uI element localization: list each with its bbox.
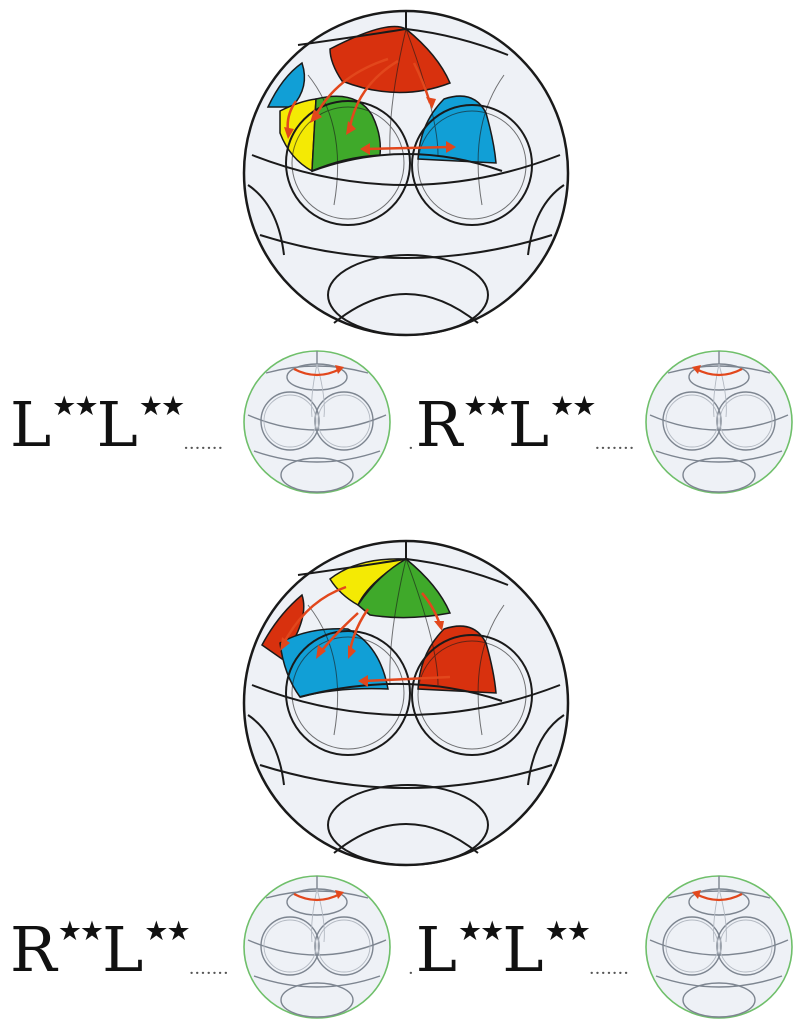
large-puzzle-ball-1 (238, 5, 574, 341)
move-letter: L (10, 388, 52, 461)
move-letter: R (10, 913, 57, 986)
move: L ★★ (507, 388, 597, 461)
sticker-left-edge (266, 61, 306, 108)
move-letter: L (502, 913, 544, 986)
dotted-leader: ······· (588, 963, 629, 984)
move-letter: L (102, 913, 144, 986)
rotation-arrowhead (692, 365, 701, 374)
dotted-leader: ······· (188, 963, 229, 984)
move-mark: ★★ (457, 916, 504, 947)
move: L ★★ (10, 388, 99, 461)
small-puzzle-ball (642, 872, 796, 1022)
dotted-leader: · (408, 438, 414, 459)
dotted-leader: ······· (594, 438, 635, 459)
move-mark: ★★ (57, 916, 104, 947)
dotted-leader: · (408, 963, 414, 984)
move: R ★★ (10, 913, 104, 986)
small-puzzle-ball (240, 347, 394, 497)
move-mark: ★★ (144, 916, 190, 947)
move-letter: L (96, 388, 138, 461)
rotation-arrow (695, 368, 743, 377)
move: L ★★ (102, 913, 191, 986)
rotation-arrow (293, 368, 341, 377)
sticker-center (357, 558, 452, 619)
rotation-arrowhead (335, 890, 344, 899)
move: L ★★ (415, 913, 505, 986)
move-letter: L (415, 913, 457, 986)
move-mark: ★★ (544, 916, 591, 947)
rotation-arrow (293, 893, 341, 902)
large-puzzle-ball-2 (238, 535, 574, 871)
small-puzzle-ball (240, 872, 394, 1022)
move-sequence-1b: · R ★★ L ★★ ······· (408, 390, 635, 460)
move-letter: R (415, 388, 463, 461)
move-mark: ★★ (138, 391, 185, 422)
move-mark: ★★ (550, 391, 596, 422)
move: L ★★ (502, 913, 591, 986)
move-sequence-1a: L ★★ L ★★ ······· (10, 390, 223, 460)
rotation-arrowhead (335, 365, 344, 374)
move: L ★★ (96, 388, 186, 461)
move-sequence-2b: · L ★★ L ★★ ······· (408, 915, 629, 985)
dotted-leader: ······· (183, 438, 224, 459)
rotation-arrowhead (692, 890, 701, 899)
move-sequence-2a: R ★★ L ★★ ······· (10, 915, 229, 985)
move-mark: ★★ (463, 391, 509, 422)
move: R ★★ (415, 388, 510, 461)
move-letter: L (507, 388, 550, 461)
move-mark: ★★ (52, 391, 98, 422)
rotation-arrow (695, 893, 743, 902)
small-puzzle-ball (642, 347, 796, 497)
